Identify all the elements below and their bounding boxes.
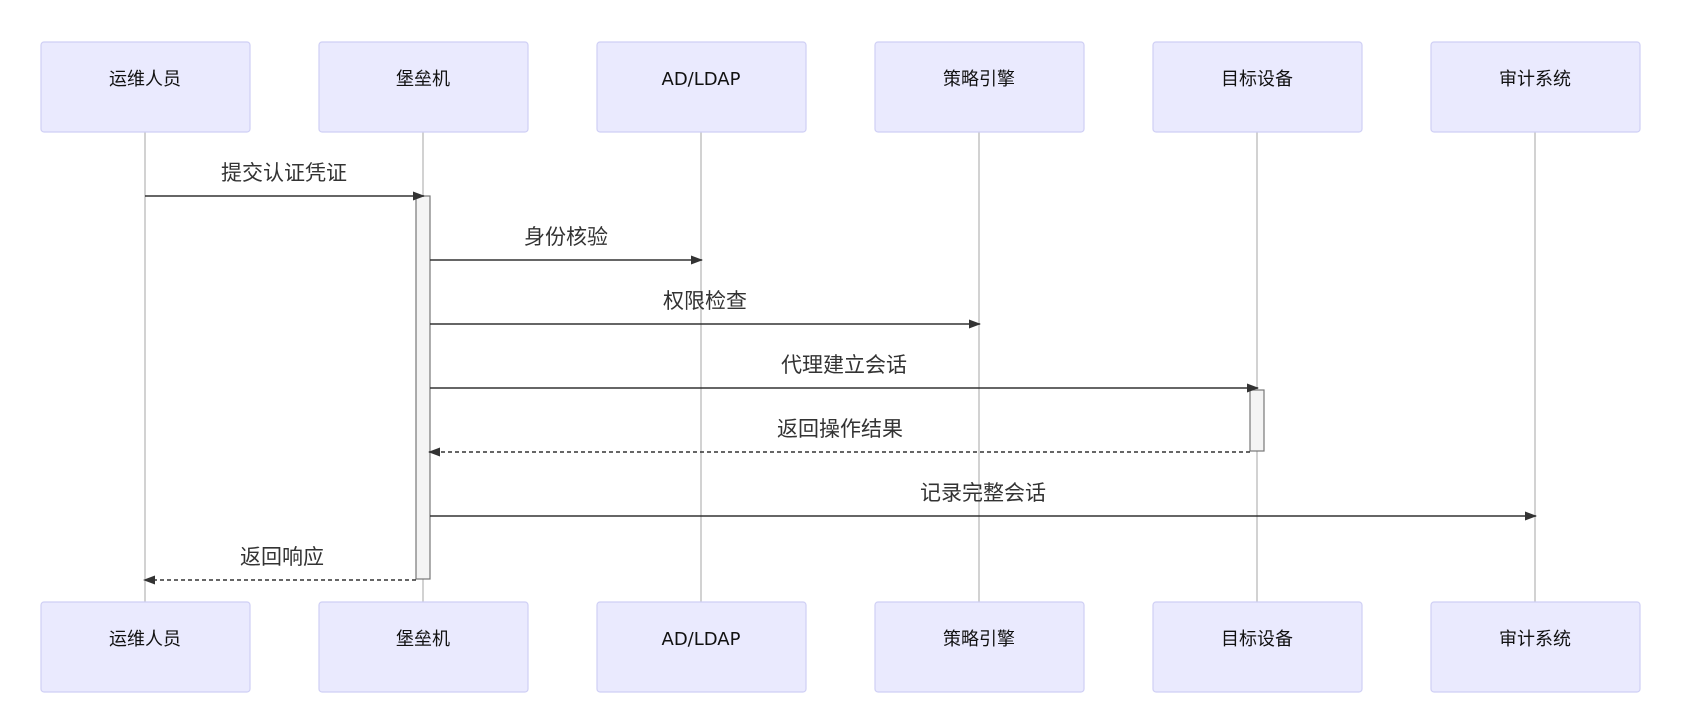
participant-label: AD/LDAP (662, 629, 741, 650)
message-identity-verification: 身份核验 (430, 225, 703, 265)
participant-top-bastion-host[interactable]: 堡垒机 (318, 41, 529, 133)
activation-bar-bastion-host (415, 195, 431, 580)
participant-box (1430, 601, 1641, 693)
message-label: 返回操作结果 (777, 417, 903, 441)
participant-label: 运维人员 (109, 629, 181, 650)
participant-box (40, 41, 251, 133)
participant-label: 审计系统 (1499, 629, 1571, 650)
participant-bottom-target-device[interactable]: 目标设备 (1152, 601, 1363, 693)
participant-label: 堡垒机 (396, 69, 450, 90)
participant-label: 堡垒机 (396, 629, 450, 650)
participant-bottom-policy-engine[interactable]: 策略引擎 (874, 601, 1085, 693)
participant-top-target-device[interactable]: 目标设备 (1152, 41, 1363, 133)
participant-box (596, 41, 807, 133)
participant-box (874, 41, 1085, 133)
message-permission-check: 权限检查 (430, 289, 981, 329)
participant-top-audit-system[interactable]: 审计系统 (1430, 41, 1641, 133)
participant-top-ops-personnel[interactable]: 运维人员 (40, 41, 251, 133)
message-proxy-session: 代理建立会话 (430, 353, 1259, 393)
message-return-response: 返回响应 (143, 545, 416, 585)
participant-box (318, 601, 529, 693)
message-label: 代理建立会话 (781, 353, 907, 377)
participant-bottom-audit-system[interactable]: 审计系统 (1430, 601, 1641, 693)
participant-box (40, 601, 251, 693)
participant-box (874, 601, 1085, 693)
participant-label: 运维人员 (109, 69, 181, 90)
participant-box (1152, 41, 1363, 133)
participant-box (1152, 601, 1363, 693)
participant-label: 目标设备 (1221, 69, 1293, 90)
participant-label: 策略引擎 (943, 629, 1015, 650)
participant-label: AD/LDAP (662, 69, 741, 90)
message-label: 记录完整会话 (920, 481, 1046, 505)
activation-bar-target-device (1249, 389, 1265, 452)
message-record-session: 记录完整会话 (430, 481, 1537, 521)
message-return-result: 返回操作结果 (428, 417, 1250, 457)
message-label: 身份核验 (524, 225, 608, 249)
participant-bottom-ops-personnel[interactable]: 运维人员 (40, 601, 251, 693)
participant-top-ad-ldap[interactable]: AD/LDAP (596, 41, 807, 133)
participant-bottom-bastion-host[interactable]: 堡垒机 (318, 601, 529, 693)
participant-label: 目标设备 (1221, 629, 1293, 650)
participant-box (1430, 41, 1641, 133)
participant-top-policy-engine[interactable]: 策略引擎 (874, 41, 1085, 133)
participant-box (596, 601, 807, 693)
message-submit-credentials: 提交认证凭证 (145, 161, 425, 201)
participant-label: 审计系统 (1499, 69, 1571, 90)
message-label: 提交认证凭证 (221, 161, 347, 185)
participant-box (318, 41, 529, 133)
participant-bottom-ad-ldap[interactable]: AD/LDAP (596, 601, 807, 693)
message-label: 返回响应 (240, 545, 324, 569)
message-label: 权限检查 (663, 289, 747, 313)
participant-label: 策略引擎 (943, 69, 1015, 90)
